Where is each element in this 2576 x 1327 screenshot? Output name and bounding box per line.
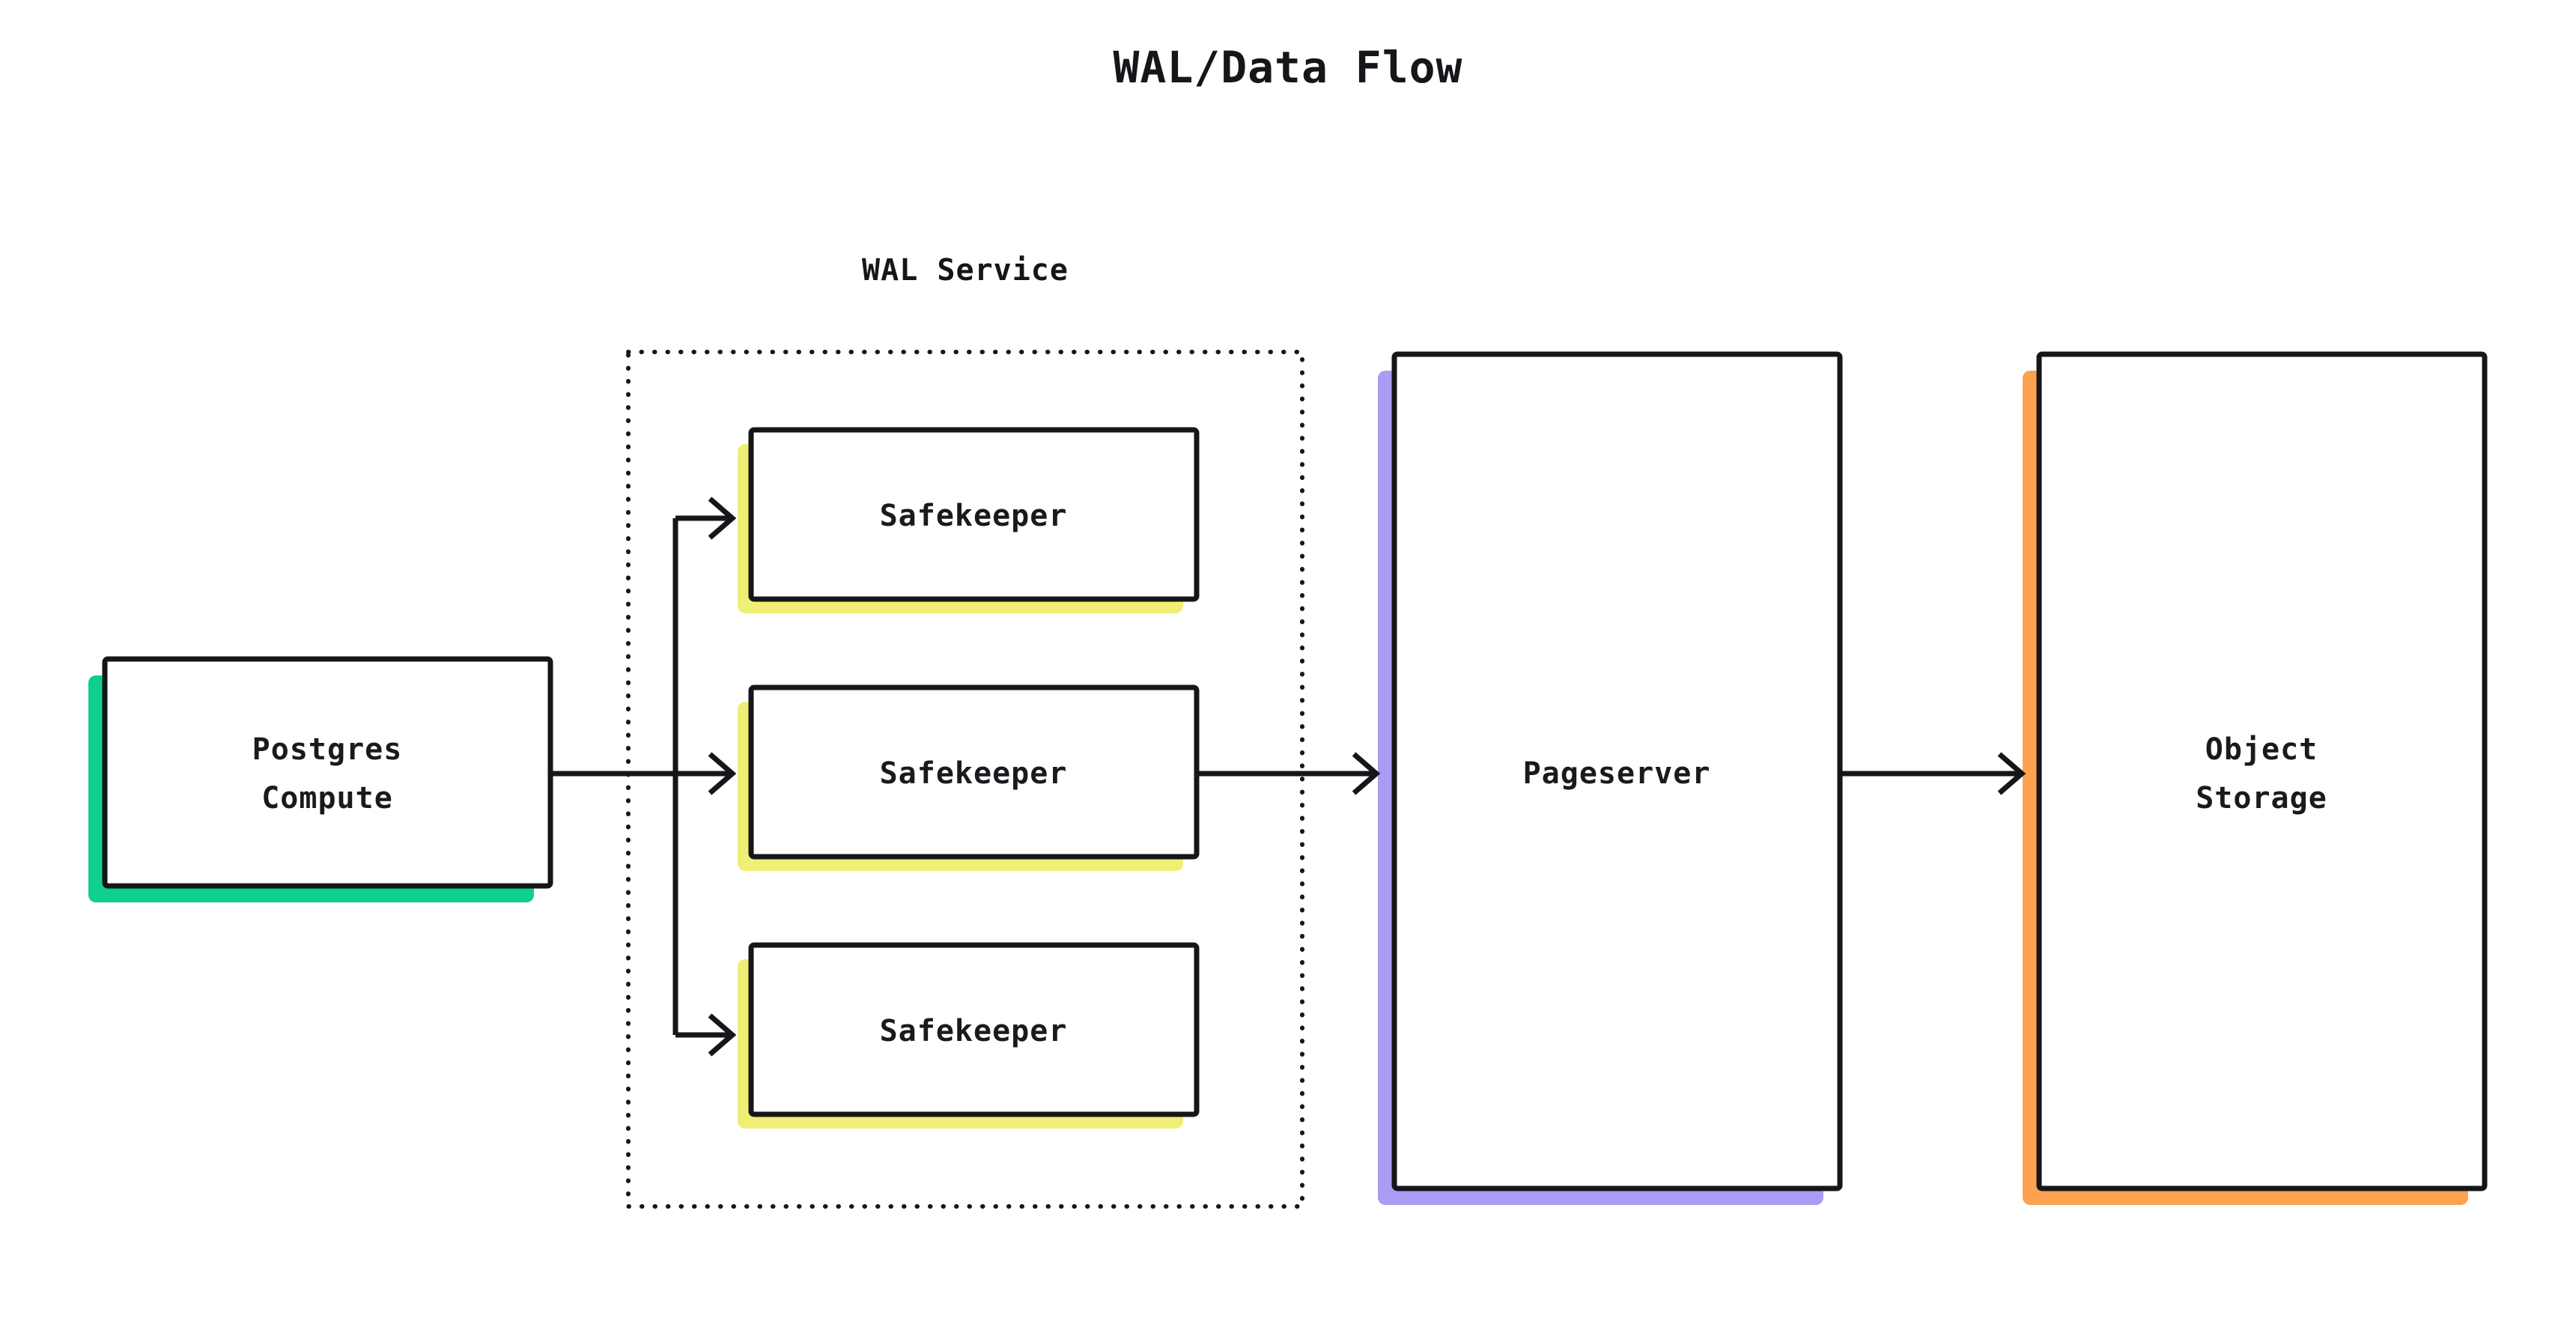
- node-box-object-storage: [2036, 351, 2488, 1191]
- arrowhead-safekeeper-1: [708, 497, 737, 540]
- node-safekeeper-3[interactable]: Safekeeper: [738, 942, 1200, 1129]
- edges-layer: [550, 497, 2026, 1057]
- node-postgres-compute[interactable]: Postgres Compute: [88, 656, 553, 902]
- group-wal-service: WAL Service: [626, 253, 1304, 1209]
- node-label-pageserver: Pageserver: [1523, 756, 1711, 791]
- node-safekeeper-2[interactable]: Safekeeper: [738, 684, 1200, 871]
- node-label-postgres-compute-line-1: Postgres: [252, 732, 403, 767]
- arrowhead-safekeeper-3: [708, 1013, 737, 1057]
- group-frame-wal-service: [626, 350, 1304, 1209]
- node-box-pageserver: [1391, 351, 1843, 1191]
- node-label-safekeeper-3: Safekeeper: [880, 1014, 1068, 1048]
- node-label-safekeeper-1: Safekeeper: [880, 499, 1068, 533]
- node-safekeeper-1[interactable]: Safekeeper: [738, 427, 1200, 613]
- page-title: WAL/Data Flow: [1114, 42, 1463, 93]
- node-object-storage[interactable]: Object Storage: [2023, 351, 2488, 1205]
- arrowhead-pageserver: [1352, 752, 1381, 795]
- node-box-safekeeper-1: [748, 427, 1200, 602]
- node-pageserver[interactable]: Pageserver: [1378, 351, 1843, 1205]
- node-box-postgres-compute: [102, 656, 553, 889]
- node-box-safekeeper-3: [748, 942, 1200, 1117]
- node-label-postgres-compute-line-2: Compute: [261, 781, 393, 816]
- arrowhead-object-storage: [1997, 752, 2026, 795]
- node-label-safekeeper-2: Safekeeper: [880, 756, 1068, 791]
- node-box-safekeeper-2: [748, 684, 1200, 860]
- node-label-object-storage-line-2: Storage: [2196, 781, 2327, 816]
- group-label-wal-service: WAL Service: [862, 253, 1069, 288]
- node-label-object-storage-line-1: Object: [2205, 732, 2318, 767]
- arrowhead-safekeeper-2: [708, 752, 737, 795]
